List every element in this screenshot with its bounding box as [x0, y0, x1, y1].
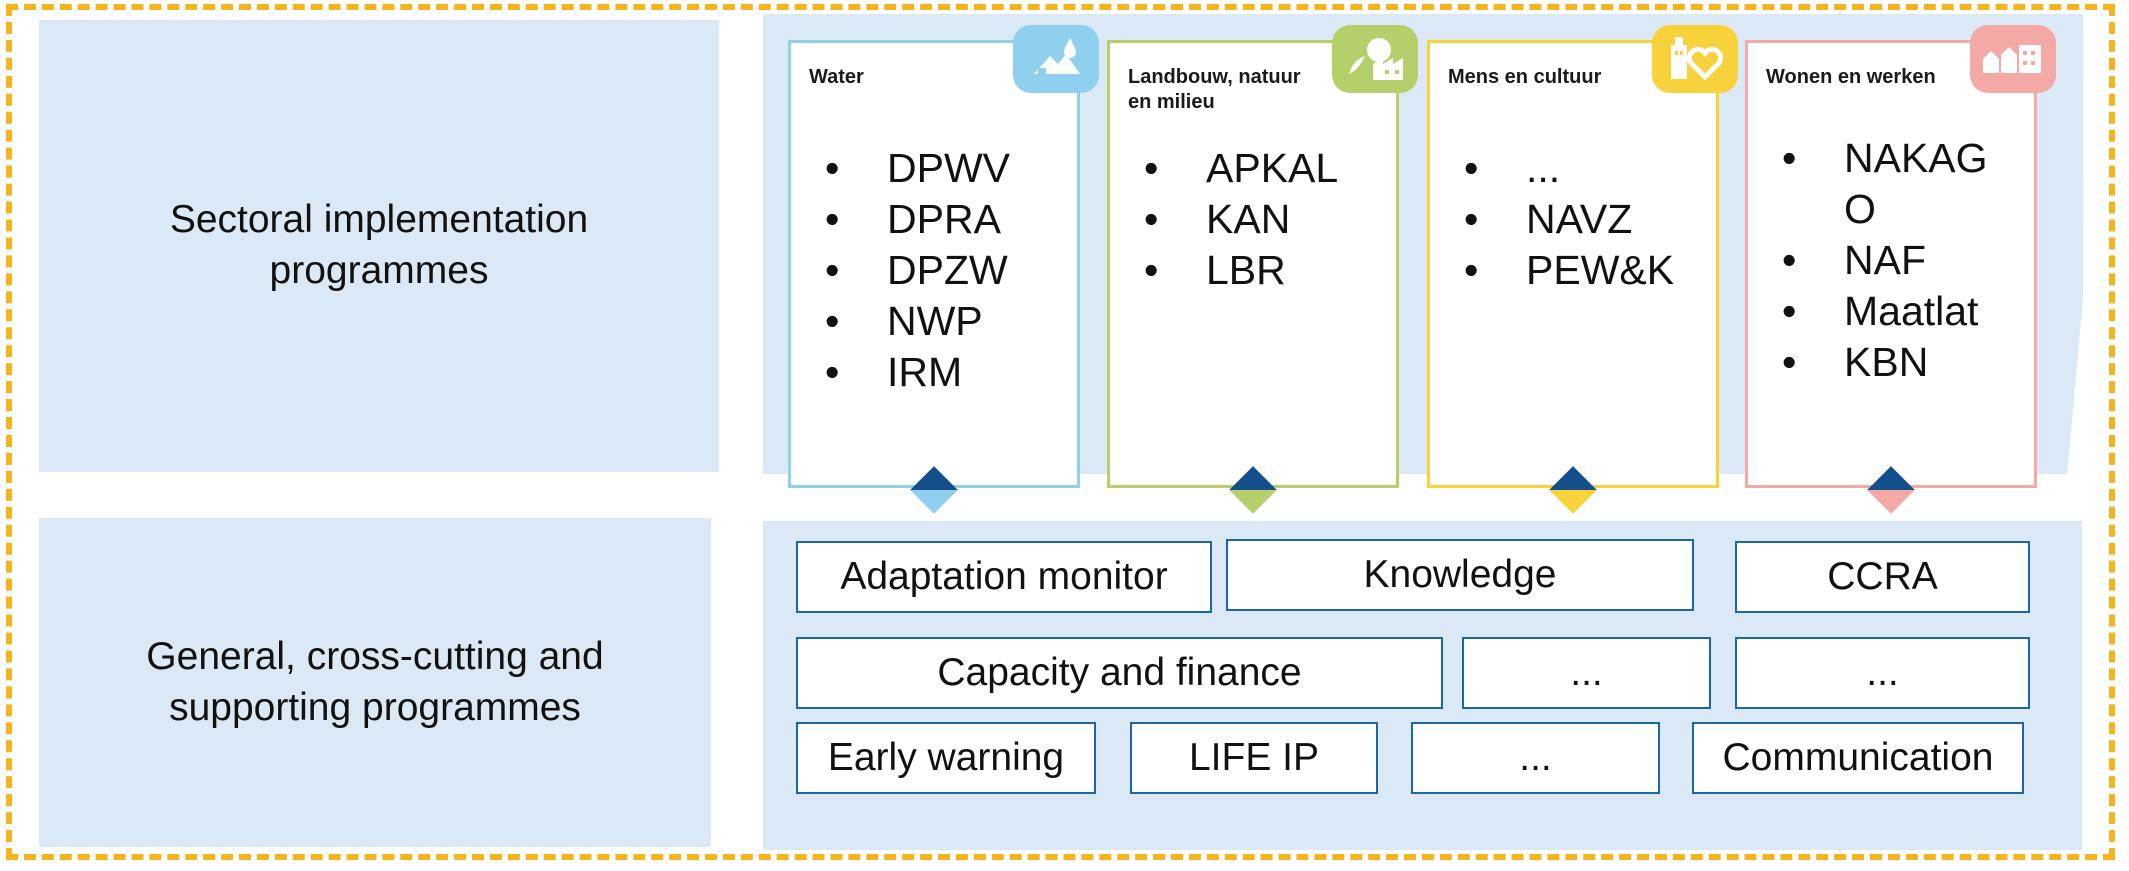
card-list: ... NAVZ PEW&K [1464, 143, 1674, 296]
knowledge-box: Knowledge [1226, 539, 1694, 611]
list-item: DPWV [825, 143, 1010, 194]
capacity-finance-box: Capacity and finance [796, 637, 1443, 709]
nature-factory-icon [1332, 25, 1418, 93]
placeholder-box: ... [1462, 637, 1711, 709]
communication-box: Communication [1692, 722, 2024, 794]
sectoral-label-panel: Sectoral implementation programmes [39, 20, 719, 472]
adaptation-monitor-box: Adaptation monitor [796, 541, 1212, 613]
list-item: NWP [825, 296, 1010, 347]
card-wonen-werken: Wonen en werken NAKAGO NAF Maatlat KBN [1745, 25, 2056, 488]
card-mens-cultuur: Mens en cultuur ... NAVZ PEW&K [1427, 25, 1738, 488]
general-label-panel: General, cross-cutting and supporting pr… [39, 518, 711, 847]
list-item: PEW&K [1464, 245, 1674, 296]
ccra-box: CCRA [1735, 541, 2030, 613]
card-list: DPWV DPRA DPZW NWP IRM [825, 143, 1010, 398]
list-item: DPZW [825, 245, 1010, 296]
water-landscape-icon [1013, 25, 1099, 93]
card-list: APKAL KAN LBR [1144, 143, 1338, 296]
list-item: KBN [1782, 337, 2004, 388]
placeholder-box: ... [1411, 722, 1660, 794]
list-item: Maatlat [1782, 286, 2004, 337]
life-ip-box: LIFE IP [1130, 722, 1378, 794]
list-item: KAN [1144, 194, 1338, 245]
communication-label: Communication [1722, 736, 1994, 779]
list-item: NAF [1782, 235, 2004, 286]
card-title: Landbouw, natuur en milieu [1128, 66, 1301, 113]
general-label: General, cross-cutting and supporting pr… [146, 634, 604, 729]
card-landbouw: Landbouw, natuur en milieu APKAL KAN LBR [1107, 25, 1418, 488]
card-list: NAKAGO NAF Maatlat KBN [1782, 133, 2004, 388]
card-title: Water [809, 66, 864, 88]
sectoral-label: Sectoral implementation programmes [169, 198, 589, 292]
card-water: Water DPWV DPRA DPZW NWP IRM [788, 25, 1099, 488]
list-item: NAKAGO [1782, 133, 2004, 235]
dashed-frame [6, 4, 2115, 860]
placeholder-box: ... [1735, 637, 2030, 709]
list-item: APKAL [1144, 143, 1338, 194]
houses-icon [1970, 25, 2056, 93]
person-heart-icon [1652, 25, 1738, 93]
list-item: DPRA [825, 194, 1010, 245]
list-item: NAVZ [1464, 194, 1674, 245]
early-warning-box: Early warning [796, 722, 1096, 794]
card-title: Wonen en werken [1766, 66, 1936, 88]
card-title: Mens en cultuur [1448, 66, 1602, 88]
list-item: IRM [825, 347, 1010, 398]
list-item: LBR [1144, 245, 1338, 296]
list-item: ... [1464, 143, 1674, 194]
